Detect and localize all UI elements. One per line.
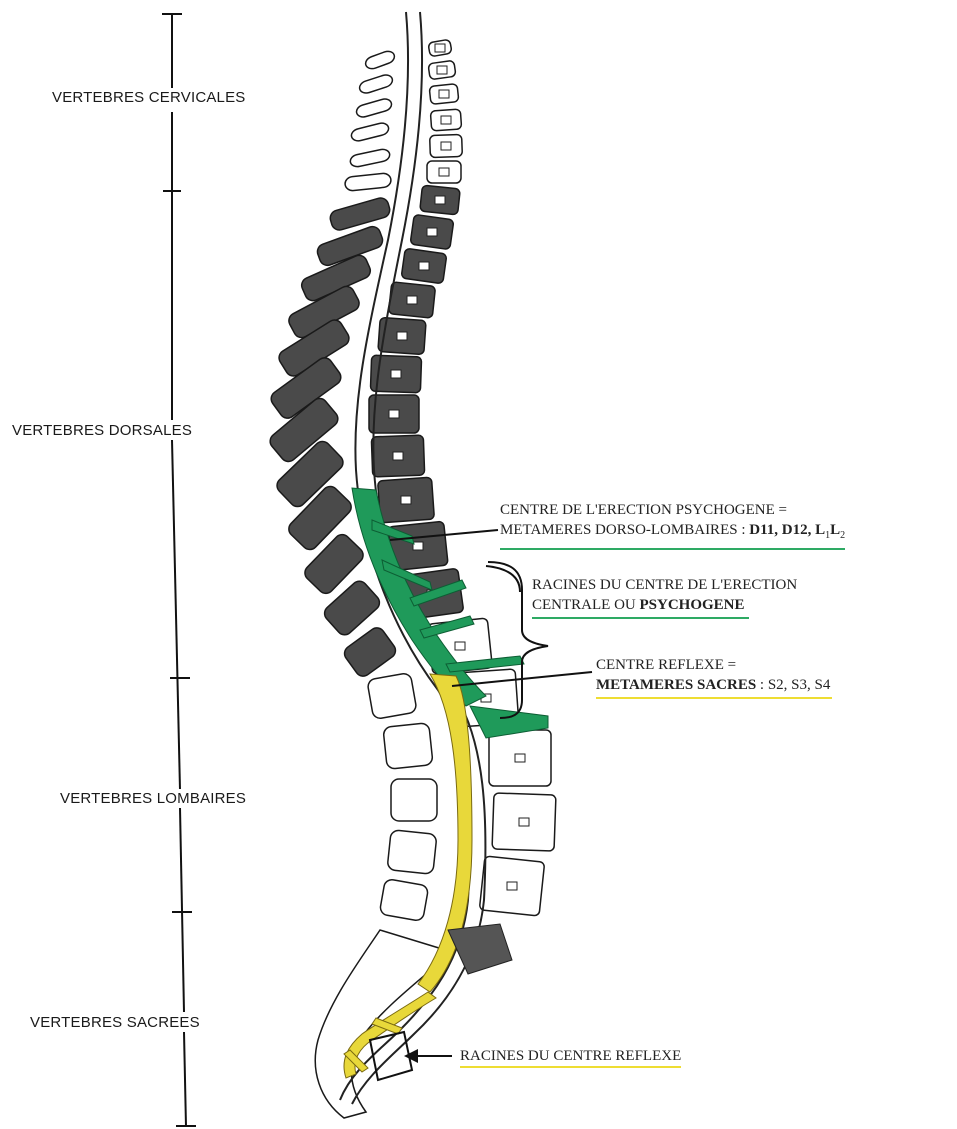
vertebra-marker (413, 542, 423, 550)
spinous-process (383, 723, 433, 770)
spinous-process (328, 196, 391, 232)
psychogenic-roots-prefix: CENTRALE OU (532, 597, 640, 613)
psychogenic-center-segments: D11, D12, L (749, 522, 825, 538)
vertebra-marker (435, 196, 445, 204)
spinous-process (387, 830, 437, 875)
vertebra-marker (439, 90, 449, 98)
psychogenic-center-prefix: METAMERES DORSO-LOMBAIRES : (500, 522, 749, 538)
spinous-process (344, 173, 391, 192)
psychogenic-roots-line2: CENTRALE OU PSYCHOGENE (532, 595, 749, 619)
sacrum-shaded-block (448, 924, 512, 974)
reflex-arrow (404, 1049, 452, 1063)
psychogenic-center-line1: CENTRE DE L'ERECTION PSYCHOGENE = (500, 500, 845, 520)
reflex-roots-annotation: RACINES DU CENTRE REFLEXE (460, 1046, 681, 1066)
reflex-center-line2: METAMERES SACRES : S2, S3, S4 (596, 675, 832, 699)
psychogenic-center-annotation: CENTRE DE L'ERECTION PSYCHOGENE = METAME… (500, 500, 845, 550)
vertebra-marker (389, 410, 399, 418)
vertebra-marker (455, 642, 465, 650)
region-scale-bar (162, 14, 196, 1127)
reflex-center-suffix: : S2, S3, S4 (756, 677, 830, 693)
vertebra-marker (435, 44, 445, 52)
vertebra-marker (507, 882, 517, 890)
vertebra-marker (393, 452, 403, 460)
spinous-process (349, 148, 391, 168)
spinous-process (350, 122, 390, 143)
vertebra-marker (427, 228, 437, 236)
reflex-roots-label: RACINES DU CENTRE REFLEXE (460, 1048, 681, 1068)
spinous-process (358, 73, 394, 95)
vertebra-marker (519, 818, 529, 826)
spinous-process (355, 97, 393, 118)
reflex-center-annotation: CENTRE REFLEXE = METAMERES SACRES : S2, … (596, 655, 832, 699)
psychogenic-center-line2: METAMERES DORSO-LOMBAIRES : D11, D12, L1… (500, 520, 845, 550)
spinous-process (391, 779, 437, 821)
vertebra-marker (391, 370, 401, 378)
spinous-process (379, 878, 429, 921)
vertebra-marker (437, 66, 447, 74)
region-label-cervical: VERTEBRES CERVICALES (50, 88, 248, 107)
reflex-center-line1: CENTRE REFLEXE = (596, 655, 832, 675)
vertebra-marker (407, 296, 417, 304)
region-label-sacral: VERTEBRES SACREES (28, 1013, 202, 1032)
spinous-process (364, 49, 396, 71)
vertebra-marker (401, 496, 411, 504)
vertebra-marker (515, 754, 525, 762)
spinous-process (367, 672, 417, 719)
psychogenic-roots-annotation: RACINES DU CENTRE DE L'ERECTION CENTRALE… (532, 575, 797, 619)
vertebra-marker (441, 142, 451, 150)
reflex-center-bold: METAMERES SACRES (596, 677, 756, 693)
vertebra-marker (419, 262, 429, 270)
psychogenic-roots-bold: PSYCHOGENE (640, 597, 745, 613)
psychogenic-center-l2: L (830, 522, 840, 538)
region-label-dorsal: VERTEBRES DORSALES (10, 421, 194, 440)
psychogenic-center-sub2: 2 (840, 530, 845, 541)
vertebra-marker (397, 332, 407, 340)
region-label-lumbar: VERTEBRES LOMBAIRES (58, 789, 248, 808)
vertebra-marker (441, 116, 451, 124)
vertebra-marker (439, 168, 449, 176)
psychogenic-roots-line1: RACINES DU CENTRE DE L'ERECTION (532, 575, 797, 595)
